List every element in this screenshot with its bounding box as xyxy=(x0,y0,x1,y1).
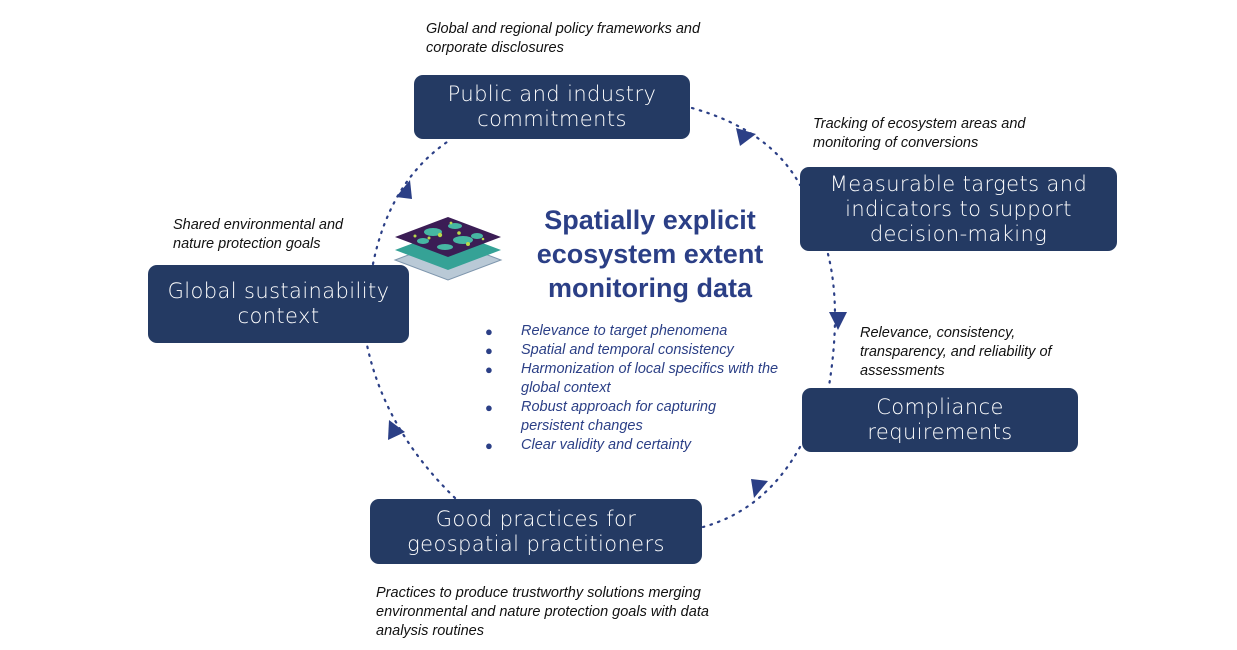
bullet-item: ● Relevance to target phenomena xyxy=(480,322,800,341)
node-label: Good practices for geospatial practition… xyxy=(407,506,665,556)
bullet-text: Relevance to target phenomena xyxy=(521,323,728,339)
arrowhead-to-targets xyxy=(736,128,756,146)
arrowhead-to-compliance xyxy=(829,312,847,330)
bullet-icon: ● xyxy=(485,324,493,339)
node-global-sustainability-context: Global sustainability context xyxy=(148,265,409,343)
node-label: Global sustainability context xyxy=(167,279,390,328)
bullet-text: Spatial and temporal consistency xyxy=(521,342,734,358)
arrowhead-to-commitments xyxy=(396,180,412,199)
arrow-practices-to-context xyxy=(365,343,457,500)
node-good-practices: Good practices for geospatial practition… xyxy=(370,499,702,564)
bullet-text: Robust approach for capturing persistent… xyxy=(521,399,717,434)
arrowhead-to-practices xyxy=(751,479,768,498)
bullet-item: ● Robust approach for capturing persisten… xyxy=(480,398,781,436)
node-label: Compliance requirements xyxy=(867,395,1013,444)
note-tracking-ecosystems: Tracking of ecosystem areas and monitori… xyxy=(813,116,1026,151)
bullet-icon: ● xyxy=(485,362,493,377)
arrow-commitments-to-targets xyxy=(690,106,802,187)
arrow-targets-to-compliance xyxy=(826,252,837,394)
bullet-item: ● Clear validity and certainty xyxy=(480,436,800,455)
bullet-text: Harmonization of local specifics with th… xyxy=(521,361,779,396)
node-label: Public and industry commitments xyxy=(447,82,657,131)
note-trustworthy-practices: Practices to produce trustworthy solutio… xyxy=(376,585,709,639)
bullet-item: ● Spatial and temporal consistency xyxy=(480,341,800,360)
center-title: Spatially explicit ecosystem extent moni… xyxy=(536,205,764,303)
arrowhead-to-context xyxy=(388,420,405,440)
bullet-icon: ● xyxy=(485,343,493,358)
node-label: Measurable targets and indicators to sup… xyxy=(829,171,1088,246)
bullet-icon: ● xyxy=(485,400,493,415)
note-relevance-assessments: Relevance, consistency, transparency, an… xyxy=(860,325,1052,379)
note-policy-frameworks: Global and regional policy frameworks an… xyxy=(426,21,701,56)
node-measurable-targets: Measurable targets and indicators to sup… xyxy=(800,167,1117,251)
bullet-text: Clear validity and certainty xyxy=(521,437,692,453)
layered-map-icon xyxy=(393,217,503,281)
arrow-compliance-to-practices xyxy=(701,445,802,529)
node-compliance-requirements: Compliance requirements xyxy=(802,388,1078,452)
node-public-industry-commitments: Public and industry commitments xyxy=(414,75,690,139)
bullet-item: ● Harmonization of local specifics with t… xyxy=(480,360,786,398)
bullet-icon: ● xyxy=(485,438,493,453)
center-bullet-list: ● Relevance to target phenomena ● Spatial … xyxy=(480,322,800,455)
note-shared-goals: Shared environmental and nature protecti… xyxy=(173,217,344,252)
